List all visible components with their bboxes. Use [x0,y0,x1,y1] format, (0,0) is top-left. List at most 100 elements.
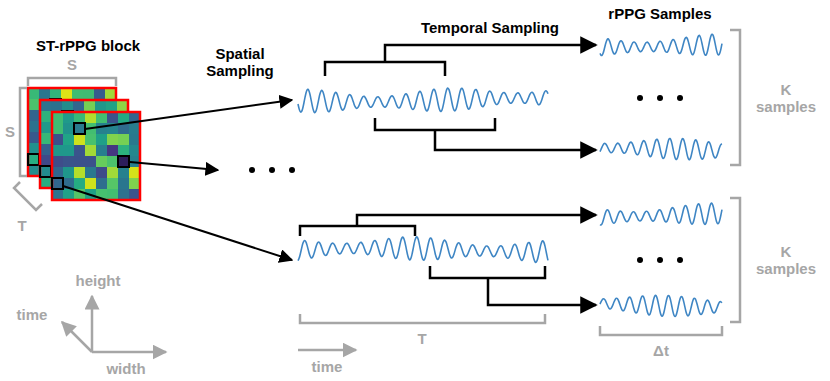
grid-cell [117,133,128,144]
grid-cell [52,112,63,123]
grid-cell [74,156,85,167]
ellipsis-dot [637,95,643,101]
grid-cell [117,144,128,155]
grid-cell [51,177,62,188]
grid-cell [118,134,129,145]
grid-cell [95,177,106,188]
step-label: Spatial Sampling [198,45,282,80]
axis-arrow [298,349,356,352]
grid-cell [73,100,84,111]
temporal-arrow [435,130,596,150]
grid-cell [96,123,107,134]
ellipsis-dot [657,95,663,101]
dimension-bracket [20,88,27,176]
grid-cell [106,144,117,155]
rppg-waveform [600,203,722,225]
axis-label: width [106,360,145,377]
grid-cell [28,143,39,154]
grid-cell [61,88,72,99]
grid-cell [129,134,140,145]
grid-cell [95,100,106,111]
grid-cell [118,178,129,189]
grid-cell [107,178,118,189]
grid-cell [63,134,74,145]
grid-cell [28,132,39,143]
grid-cell [28,154,39,165]
grid-cell [73,122,84,133]
ellipsis-dot [289,167,295,173]
grid-cell [63,189,74,200]
grid-cell [118,145,129,156]
grid-cell [117,177,128,188]
grid-cell [106,155,117,166]
grid-cell [83,88,94,99]
window-bracket [300,226,415,236]
grid-cell [62,166,73,177]
sample-pixel [52,178,63,189]
count-label: K samples [754,81,818,116]
grid-cell [39,165,50,176]
grid-cell [74,134,85,145]
sample-pixel [118,156,129,167]
rppg-waveform [298,88,548,112]
grid-cell [117,155,128,166]
grid-cell [74,145,85,156]
grid-cell [118,112,129,123]
grid-cell [73,155,84,166]
sample-pixel [74,123,85,134]
grid-cell [106,166,117,177]
window-bracket [325,62,445,76]
window-bracket [375,118,495,130]
grid-cell [106,122,117,133]
grid-cell [28,165,39,176]
dimension-bracket [14,182,42,210]
grid-cell [51,100,62,111]
grid-cell [107,145,118,156]
grid-cell [107,156,118,167]
spatial-arrow [85,100,292,129]
sample-pixel [40,166,51,177]
rppg-waveform [600,34,722,55]
grid-cell [62,133,73,144]
grid-cell [96,156,107,167]
temporal-arrow [357,215,596,226]
grid-cell [40,177,51,188]
grid-cell [84,166,95,177]
grid-cell [50,88,61,99]
sample-pixel [28,154,39,165]
grid-cell [28,121,39,132]
grid-cell [118,167,129,178]
grid-cell [40,133,51,144]
spatial-arrow [130,162,218,170]
ellipsis-dot [677,257,683,263]
grid-cell [85,156,96,167]
ellipsis-dot [637,257,643,263]
grid-cell [72,88,83,99]
grid-cell [96,167,107,178]
grid-cell [74,167,85,178]
axis-label: height [76,272,121,289]
axis-label: time [17,306,48,323]
temporal-arrow [488,278,596,305]
grid-cell [52,123,63,134]
dimension-label: Δt [653,342,669,359]
grid-cell [118,156,129,167]
dimension-bracket [28,78,116,86]
grid-cell [40,155,51,166]
grid-cell [39,88,50,99]
grid-cell [129,189,140,200]
grid-cell [95,144,106,155]
grid-cell [73,177,84,188]
grid-cell [96,145,107,156]
dimension-bracket [600,326,722,335]
grid-cell [129,178,140,189]
grid-cell [28,99,39,110]
spatial-arrow [63,186,292,260]
rppg-waveform [600,138,722,159]
axis-arrow [62,322,92,352]
grid-cell [62,144,73,155]
window-bracket [430,266,545,278]
dimension-label: S [67,56,77,73]
axis-arrow [91,296,94,352]
